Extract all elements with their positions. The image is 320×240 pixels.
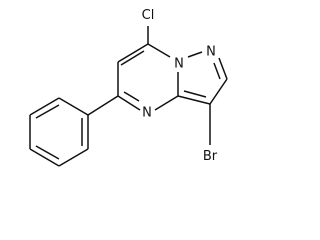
atom-label-bromine: Br [203, 149, 218, 164]
bond-ph6-ph1 [58, 97, 89, 116]
bond-n4-c3a [154, 95, 179, 111]
bond-n1-n2 [187, 51, 203, 58]
atom-label-bridgehead-nitrogen: N [174, 57, 184, 72]
atom-label-pyrazole-nitrogen: N [206, 45, 216, 60]
bond-c7-c6 [117, 43, 149, 63]
bond-ph3-ph4 [29, 148, 60, 167]
bond-ph2-ph3 [58, 148, 89, 167]
atom-label-chlorine: Cl [142, 8, 155, 23]
bond-c5-n4-inner [123, 91, 140, 102]
bond-n2-c2-inner [213, 62, 221, 80]
bond-c5-n4 [117, 95, 141, 111]
molecule-structure: Cl N N N Br [29, 8, 228, 167]
bond-ph3-ph4-inner [35, 145, 60, 160]
bond-n2-c2 [218, 57, 228, 80]
bond-c5-phenyl [87, 95, 119, 116]
atom-label-pyrimidine-nitrogen: N [142, 106, 152, 121]
bond-c7-c6-inner [120, 50, 145, 66]
bond-c3-c3a [177, 95, 211, 105]
bond-c3-c3a-inner [183, 90, 207, 98]
bond-n1-c7 [147, 43, 171, 58]
bond-ph5-ph6-inner [35, 104, 60, 119]
bond-ph5-ph6 [29, 97, 60, 116]
bond-c2-c3 [209, 78, 228, 105]
